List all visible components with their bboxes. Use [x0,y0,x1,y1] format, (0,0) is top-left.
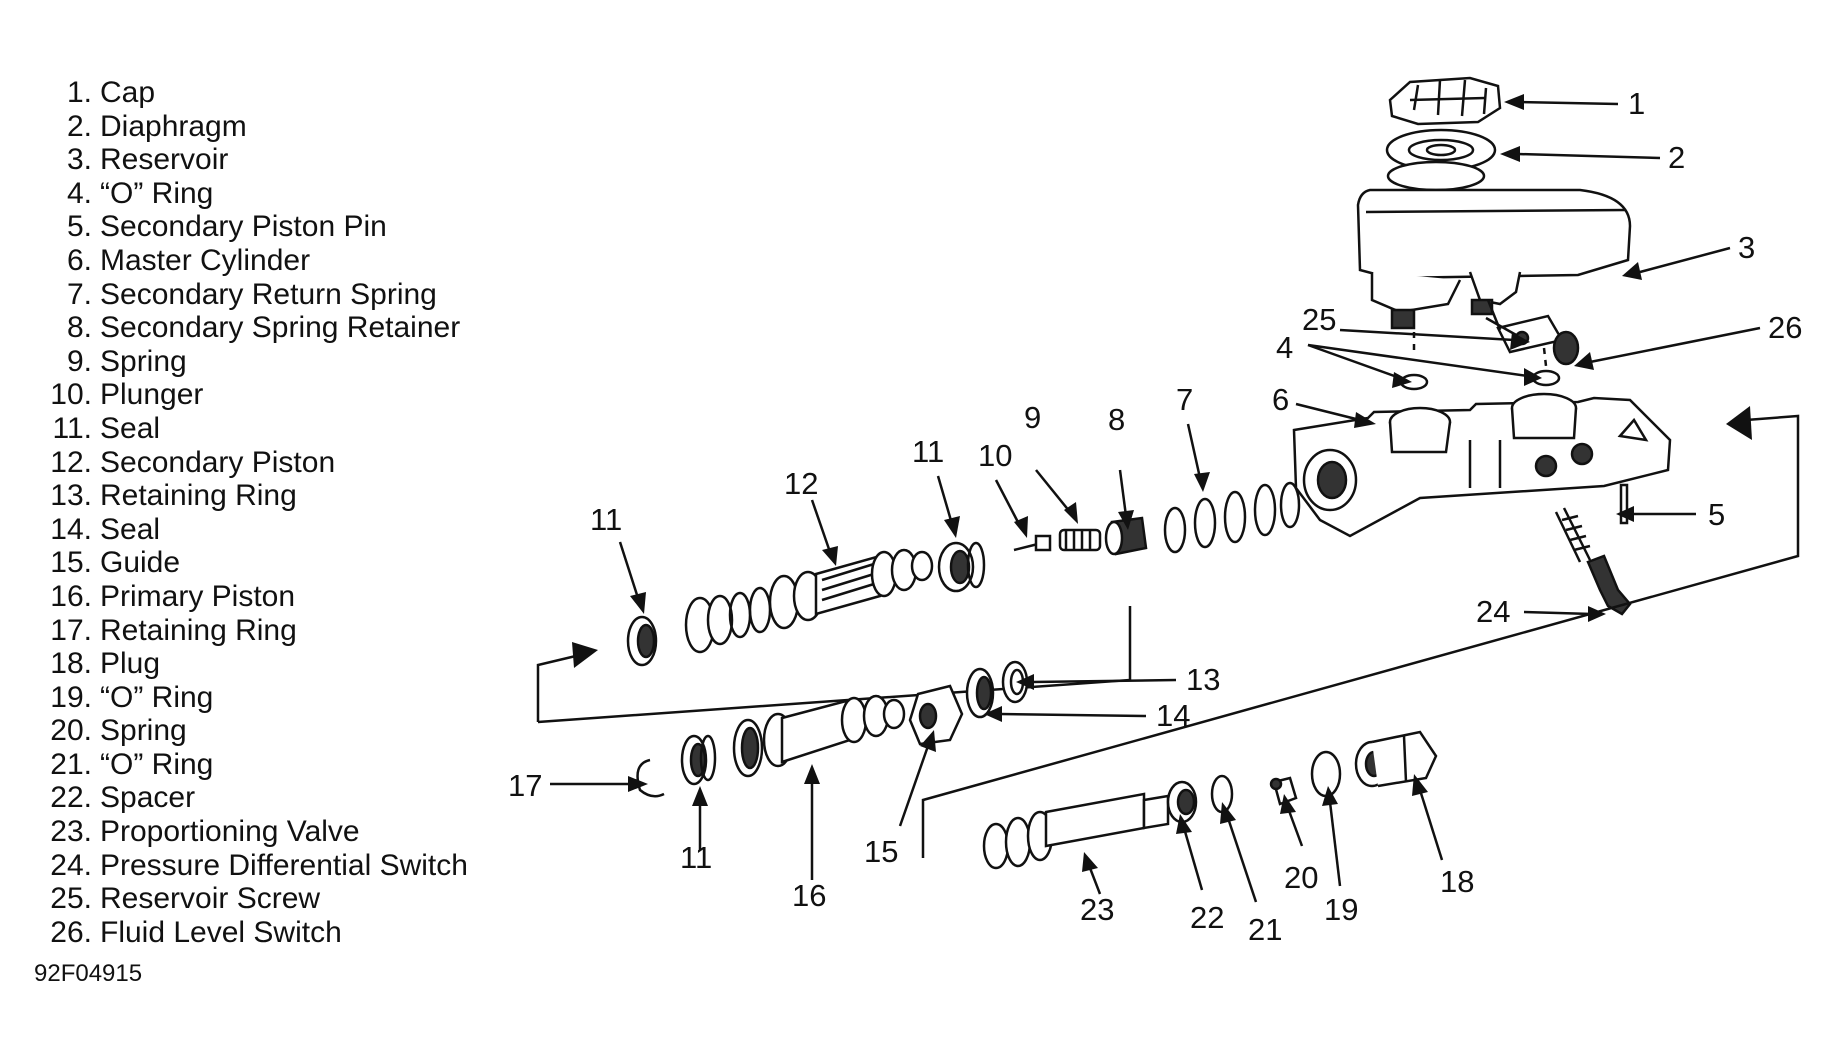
legend-item: 6.Master Cylinder [66,243,311,277]
diaphragm-part [1385,128,1497,172]
legend-item: 17.Retaining Ring [50,613,297,647]
callout-labels: 1 2 3 25 26 4 6 5 24 7 8 9 10 11 12 11 1… [508,86,1802,947]
legend-item: 5.Secondary Piston Pin [66,210,387,244]
legend-item: 15.Guide [50,546,181,580]
legend-item: 2.Diaphragm [66,109,247,143]
legend-item: 14.Seal [50,512,161,546]
primary-piston-part [732,694,906,778]
legend-item: 22.Spacer [50,781,196,815]
retaining-ring-part-13 [1001,660,1029,704]
legend-item: 3.Reservoir [66,143,229,177]
callout-14: 14 [1156,698,1190,733]
retaining-ring-part-17 [636,758,665,798]
callout-3: 3 [1738,230,1755,265]
fluid-level-switch-part [1486,299,1580,366]
legend-item: 23.Proportioning Valve [50,815,360,849]
spring-part-20 [1269,776,1298,806]
secondary-spring-retainer-part [1104,516,1148,556]
callout-6: 6 [1272,382,1289,417]
callout-19: 19 [1324,892,1358,927]
legend-item: 18.Plug [50,647,161,681]
cap-part [1388,76,1502,126]
callout-21: 21 [1248,912,1282,947]
legend-item: 13.Retaining Ring [50,479,297,513]
callout-18: 18 [1440,864,1474,899]
seal-part-lower [680,734,717,786]
callout-25: 25 [1302,302,1336,337]
reservoir-part [1356,160,1632,330]
proportioning-valve-part [982,792,1170,870]
legend-item: 19.“O” Ring [50,680,214,714]
seal-part-left [626,615,658,667]
secondary-return-spring-part [1163,481,1301,554]
callout-2: 2 [1668,140,1685,175]
legend-item: 8.Secondary Spring Retainer [66,311,461,345]
callout-16: 16 [792,878,826,913]
seal-part-14 [965,667,995,719]
legend-item: 4.“O” Ring [66,176,214,210]
callout-9: 9 [1024,400,1041,435]
legend-item: 25.Reservoir Screw [50,882,321,916]
plug-part [1354,730,1438,788]
parts-legend: 1.Cap 2.Diaphragm 3.Reservoir 4.“O” Ring… [34,76,534,949]
spacer-part [1166,780,1198,824]
callout-11-left: 11 [590,502,622,537]
seal-part-upper [937,541,986,593]
assembly-bracket-right [921,406,1800,858]
legend-item: 12.Secondary Piston [50,445,336,479]
o-ring-part-19 [1310,750,1342,798]
legend-item: 10.Plunger [50,378,204,412]
callout-4: 4 [1276,330,1293,365]
callout-11-lower: 11 [680,840,712,875]
secondary-piston-part [684,548,934,654]
figure-code: 92F04915 [34,960,143,987]
secondary-piston-pin-part [1619,483,1629,525]
legend-item: 21.“O” Ring [50,747,214,781]
legend-item: 9.Spring [66,344,187,378]
guide-part [908,684,964,746]
callout-20: 20 [1284,860,1318,895]
callout-5: 5 [1708,497,1725,532]
callout-23: 23 [1080,892,1114,927]
callout-15: 15 [864,834,898,869]
callout-26: 26 [1768,310,1802,345]
callout-12: 12 [784,466,818,501]
legend-item: 20.Spring [50,714,187,748]
legend-item: 11.Seal [52,411,161,445]
legend-item: 1.Cap [66,76,156,109]
spring-part-small [1058,528,1102,552]
callout-13: 13 [1186,662,1220,697]
legend-item: 7.Secondary Return Spring [66,277,437,311]
legend-item: 24.Pressure Differential Switch [50,848,468,882]
callout-1: 1 [1628,86,1645,121]
callout-10: 10 [978,438,1012,473]
master-cylinder-body [1292,392,1672,538]
callout-24: 24 [1476,594,1510,629]
callout-7: 7 [1176,382,1193,417]
callout-8: 8 [1108,402,1125,437]
leader-lines [550,94,1761,903]
legend-item: 26.Fluid Level Switch [50,915,342,949]
legend-item: 16.Primary Piston [50,579,296,613]
callout-17: 17 [508,768,542,803]
callout-22: 22 [1190,900,1224,935]
pressure-differential-switch-part [1554,507,1632,616]
plunger-part [1013,534,1052,552]
callout-11-upper: 11 [912,434,944,469]
